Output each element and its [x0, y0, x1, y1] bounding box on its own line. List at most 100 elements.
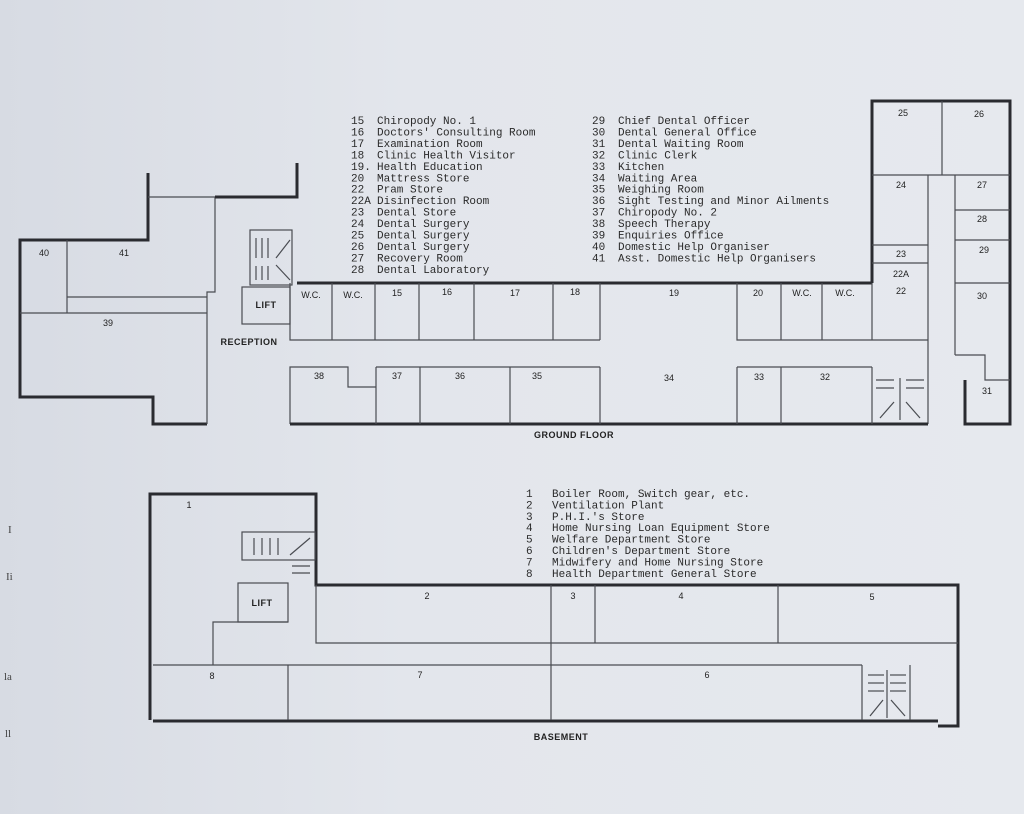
legend-number: 7	[526, 557, 533, 569]
legend-room-name: Dental Waiting Room	[618, 139, 744, 151]
room-label: 6	[704, 670, 709, 680]
basement-caption: BASEMENT	[534, 732, 589, 742]
legend-room-name: Doctors' Consulting Room	[377, 127, 536, 139]
ground-floor-caption: GROUND FLOOR	[534, 430, 614, 440]
legend-number: 16	[351, 127, 364, 139]
staircase-icon	[876, 378, 924, 420]
legend-number: 35	[592, 185, 605, 197]
legend-number: 41	[592, 253, 606, 265]
legend-room-name: Chief Dental Officer	[618, 116, 750, 128]
legend-number: 24	[351, 219, 365, 231]
legend-room-name: Mattress Store	[377, 173, 469, 185]
room-label: 28	[977, 214, 987, 224]
room-label: 30	[977, 291, 987, 301]
room-label: 20	[753, 288, 763, 298]
legend-room-name: Dental Surgery	[377, 231, 470, 243]
legend-room-name: Dental Surgery	[377, 242, 470, 254]
legend-number: 39	[592, 231, 605, 243]
room-label: 4	[678, 591, 683, 601]
staircase-icon	[249, 229, 293, 286]
legend-number: 5	[526, 535, 533, 547]
legend-number: 3	[526, 512, 533, 524]
room-label: 29	[979, 245, 989, 255]
legend-room-name: Sight Testing and Minor Ailments	[618, 196, 829, 208]
legend-number: 32	[592, 150, 605, 162]
legend-number: 19.	[351, 162, 371, 174]
legend-number: 22A	[351, 196, 371, 208]
legend-room-name: Chiropody No. 1	[377, 116, 476, 128]
ground-floor-room-labels: 40 41 39 LIFT RECEPTION W.C. W.C. 15 16 …	[39, 108, 992, 440]
legend-number: 20	[351, 173, 364, 185]
legend-number: 30	[592, 127, 605, 139]
room-label: 33	[754, 372, 764, 382]
room-label: 36	[455, 371, 465, 381]
room-label: 22	[896, 286, 906, 296]
legend-room-name: Kitchen	[618, 162, 664, 174]
legend-number: 29	[592, 116, 605, 128]
ground-floor-plan: 40 41 39 LIFT RECEPTION W.C. W.C. 15 16 …	[18, 99, 1012, 440]
legend-room-name: Home Nursing Loan Equipment Store	[552, 523, 770, 535]
room-label: 1	[186, 500, 191, 510]
legend-number: 1	[526, 489, 533, 501]
legend-number: 25	[351, 231, 364, 243]
room-label: 27	[977, 180, 987, 190]
legend-number: 38	[592, 219, 605, 231]
legend-room-name: Recovery Room	[377, 253, 463, 265]
room-label: 31	[982, 386, 992, 396]
legend-number: 18	[351, 150, 364, 162]
room-label: 37	[392, 371, 402, 381]
legend-room-name: Midwifery and Home Nursing Store	[552, 557, 763, 569]
room-label: 39	[103, 318, 113, 328]
room-label: 5	[869, 592, 874, 602]
legend-number: 36	[592, 196, 605, 208]
ground-floor-legend-right: 29 Chief Dental Officer 30 Dental General O…	[592, 116, 829, 265]
legend-room-name: Disinfection Room	[377, 196, 490, 208]
room-label: 19	[669, 288, 679, 298]
legend-number: 4	[526, 523, 533, 535]
margin-fragment: Ii	[6, 571, 13, 583]
room-label: 24	[896, 180, 906, 190]
legend-room-name: Domestic Help Organiser	[618, 242, 770, 254]
legend-number: 26	[351, 242, 364, 254]
legend-room-name: Boiler Room, Switch gear, etc.	[552, 489, 750, 501]
wc-label: W.C.	[792, 288, 812, 298]
room-label: 32	[820, 372, 830, 382]
room-label: 40	[39, 248, 49, 258]
legend-room-name: Dental Laboratory	[377, 265, 490, 277]
legend-number: 2	[526, 500, 533, 512]
room-label: 2	[424, 591, 429, 601]
legend-number: 27	[351, 253, 364, 265]
legend-room-name: P.H.I.'s Store	[552, 512, 644, 524]
room-label: 23	[896, 249, 906, 259]
legend-room-name: Dental Store	[377, 208, 456, 220]
room-label: 22A	[893, 269, 909, 279]
room-label: 15	[392, 288, 402, 298]
margin-fragments: I Ii la ll	[4, 524, 13, 740]
lift-label: LIFT	[256, 300, 277, 310]
margin-fragment: I	[8, 524, 12, 536]
room-label: 18	[570, 287, 580, 297]
room-label: 26	[974, 109, 984, 119]
legend-room-name: Clinic Health Visitor	[377, 150, 516, 162]
room-label: 34	[664, 373, 674, 383]
legend-number: 22	[351, 185, 364, 197]
legend-number: 34	[592, 173, 606, 185]
room-label: 35	[532, 371, 542, 381]
wc-label: W.C.	[835, 288, 855, 298]
wc-label: W.C.	[343, 290, 363, 300]
legend-room-name: Children's Department Store	[552, 546, 730, 558]
legend-room-name: Health Department General Store	[552, 569, 757, 581]
legend-number: 23	[351, 208, 364, 220]
staircase-icon	[241, 531, 906, 718]
room-label: 16	[442, 287, 452, 297]
legend-number: 6	[526, 546, 533, 558]
legend-room-name: Dental General Office	[618, 127, 757, 139]
legend-number: 37	[592, 208, 605, 220]
wc-label: W.C.	[301, 290, 321, 300]
lift	[237, 582, 289, 623]
room-label: 8	[209, 671, 214, 681]
legend-room-name: Clinic Clerk	[618, 150, 698, 162]
